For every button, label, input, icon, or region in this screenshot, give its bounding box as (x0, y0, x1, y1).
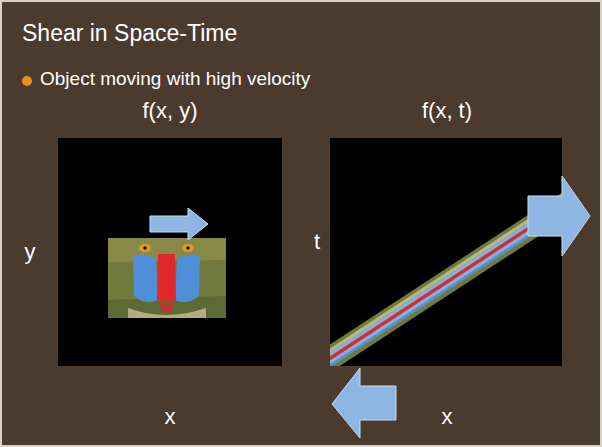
bullet-text: Object moving with high velocity (40, 68, 310, 90)
space-time-streak (330, 168, 562, 366)
motion-arrow (150, 208, 208, 240)
axis-function-label: f(x, y) (143, 98, 198, 124)
motion-arrow (332, 368, 396, 438)
axis-function-label: f(x, t) (422, 98, 472, 124)
baboon-image (108, 238, 226, 318)
bullet-dot (22, 76, 32, 86)
axis-label: t (314, 229, 320, 255)
slide-title: Shear in Space-Time (22, 20, 237, 47)
image-panel (58, 138, 282, 366)
motion-arrow (528, 176, 590, 256)
axis-label: x (165, 404, 176, 430)
axis-label: x (442, 404, 453, 430)
axis-label: y (25, 239, 36, 265)
